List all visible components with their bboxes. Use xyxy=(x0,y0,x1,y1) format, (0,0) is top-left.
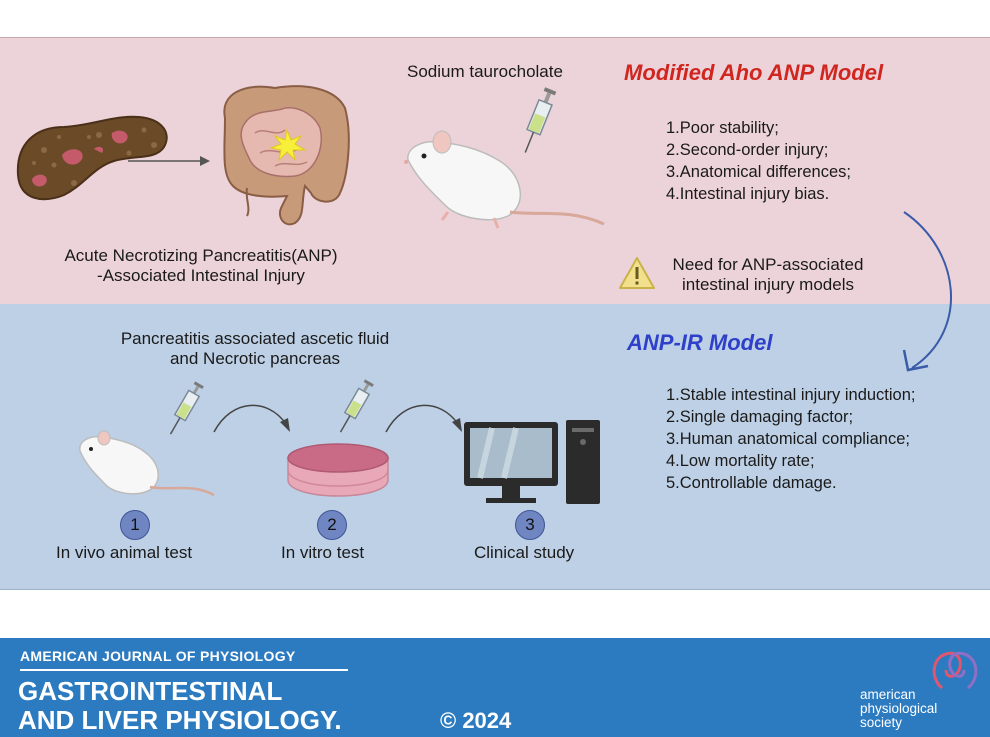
step-label: In vitro test xyxy=(281,543,365,562)
aho-model-title: Modified Aho ANP Model xyxy=(624,60,884,85)
aps-logo-icon xyxy=(932,651,978,690)
disease-label: Acute Necrotizing Pancreatitis(ANP) -Ass… xyxy=(64,246,338,285)
journal-footer xyxy=(0,638,990,737)
intestine-icon xyxy=(223,85,350,226)
syringe-icon xyxy=(524,87,557,153)
limitation-item: 3.Anatomical differences; xyxy=(666,163,851,181)
limitation-item: 4.Intestinal injury bias. xyxy=(666,185,830,203)
limitation-item: 1.Poor stability; xyxy=(666,119,779,137)
rat-icon xyxy=(79,430,215,497)
pancreas-icon xyxy=(16,115,168,201)
step-badge: 3 xyxy=(515,510,545,540)
step-badge: 2 xyxy=(317,510,347,540)
advantage-item: 3.Human anatomical compliance; xyxy=(666,430,910,448)
syringe-icon xyxy=(169,381,204,435)
advantage-item: 4.Low mortality rate; xyxy=(666,452,815,470)
curved-arrow-icon xyxy=(385,404,462,433)
limitations-list: 1.Poor stability; 2.Second-order injury;… xyxy=(666,117,851,205)
advantage-item: 2.Single damaging factor; xyxy=(666,408,854,426)
advantage-item: 5.Controllable damage. xyxy=(666,474,837,492)
curved-arrow-icon xyxy=(213,404,290,433)
materials-label: Pancreatitis associated ascetic fluid an… xyxy=(120,329,390,368)
step-label: Clinical study xyxy=(474,543,575,562)
journal-title-line: AND LIVER PHYSIOLOGY. xyxy=(18,705,342,735)
need-label: Need for ANP-associated intestinal injur… xyxy=(672,255,864,294)
step-label: In vivo animal test xyxy=(56,543,193,562)
journal-title-line: GASTROINTESTINAL xyxy=(18,676,283,706)
society-name: american physiological society xyxy=(860,687,938,730)
journal-name: AMERICAN JOURNAL OF PHYSIOLOGY xyxy=(20,648,296,664)
rat-icon xyxy=(404,130,605,229)
injection-label: Sodium taurocholate xyxy=(407,62,563,81)
copyright: © 2024 xyxy=(440,708,512,733)
step-badge: 1 xyxy=(120,510,150,540)
limitation-item: 2.Second-order injury; xyxy=(666,141,829,159)
advantages-list: 1.Stable intestinal injury induction; 2.… xyxy=(666,384,915,494)
syringe-icon xyxy=(339,379,374,433)
divider xyxy=(20,669,348,671)
computer-icon xyxy=(464,420,600,504)
anp-ir-model-title: ANP-IR Model xyxy=(627,330,773,355)
petri-dish-icon xyxy=(287,443,389,497)
arrow-icon xyxy=(128,156,210,166)
curved-arrow-icon xyxy=(902,211,953,372)
warning-icon xyxy=(619,257,655,289)
advantage-item: 1.Stable intestinal injury induction; xyxy=(666,386,916,404)
